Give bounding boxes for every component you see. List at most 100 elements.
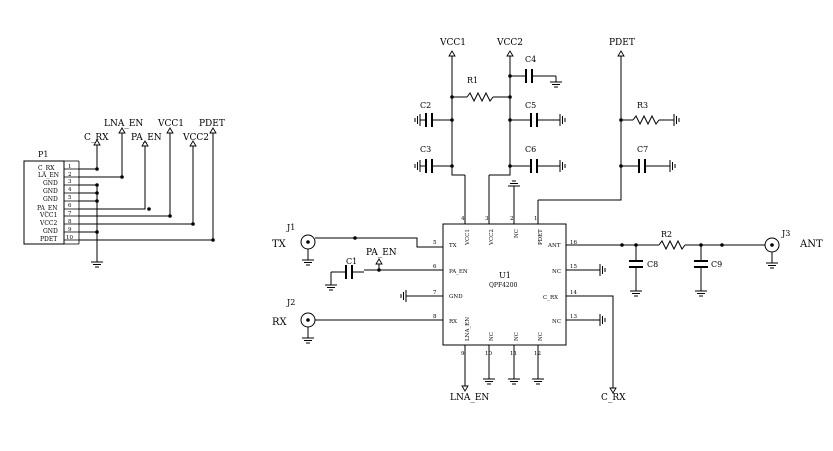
svg-text:3: 3 xyxy=(485,216,489,222)
svg-text:J3: J3 xyxy=(781,229,790,238)
connector-pin-5: GND 5 xyxy=(43,195,79,203)
capacitor-c4: C4 xyxy=(510,55,563,88)
svg-text:C_RX: C_RX xyxy=(38,165,55,172)
port-tx-label: TX xyxy=(272,239,287,250)
capacitor-c6: C6 xyxy=(510,145,566,173)
net-vcc2: VCC2 xyxy=(496,38,523,48)
svg-text:2: 2 xyxy=(510,216,514,222)
svg-text:NC: NC xyxy=(552,269,561,275)
svg-text:C9: C9 xyxy=(711,260,722,269)
svg-text:C6: C6 xyxy=(525,145,536,154)
ic-pin-16: 16 ANT xyxy=(547,240,577,249)
connector-pin-3: GND 3 xyxy=(43,179,79,187)
ic-u1: U1 QPF4200 4 VCC1 3 VCC2 2 NC 1 PDET 5 T… xyxy=(364,175,617,394)
svg-text:NC: NC xyxy=(552,319,561,325)
connector-pin-10: PDET 10 xyxy=(40,235,79,243)
svg-text:C5: C5 xyxy=(525,101,536,110)
svg-text:C4: C4 xyxy=(525,55,536,64)
svg-text:R2: R2 xyxy=(661,230,672,239)
svg-text:GND: GND xyxy=(43,196,58,203)
vcc2-rail: VCC2 xyxy=(489,38,523,176)
svg-text:C2: C2 xyxy=(420,101,431,110)
svg-text:GND: GND xyxy=(43,188,58,195)
resistor-r3: R3 xyxy=(621,101,680,127)
ic-pin-15: 15 NC xyxy=(552,263,606,277)
svg-text:NC: NC xyxy=(538,332,544,341)
svg-text:PDET: PDET xyxy=(40,236,57,243)
pdet-rail: PDET xyxy=(538,38,635,201)
ic-pin-6: 6 PA_EN xyxy=(364,264,468,275)
ic-pin-1: 1 PDET xyxy=(534,200,544,245)
connector-pin-4: GND 4 xyxy=(43,187,79,195)
connector-pin-2: LA_EN 2 xyxy=(38,172,79,179)
ic-pin-14: 14 C_RX xyxy=(543,290,617,394)
svg-text:NC: NC xyxy=(514,332,520,341)
capacitor-c5: C5 xyxy=(510,101,566,127)
svg-text:NC: NC xyxy=(489,332,495,341)
connector-net-vcc1: VCC1 xyxy=(157,119,184,129)
ic-pin-5: 5 TX xyxy=(433,240,457,249)
svg-text:3: 3 xyxy=(68,179,72,185)
ic-pin-7: 7 GND xyxy=(400,289,463,303)
svg-text:2: 2 xyxy=(68,172,72,178)
svg-text:RX: RX xyxy=(449,319,457,325)
ic-pin-10: 10 NC xyxy=(482,332,496,385)
capacitor-c8: C8 xyxy=(629,245,658,297)
connector-pin-9: GND 9 xyxy=(43,227,79,235)
svg-text:8: 8 xyxy=(68,219,72,225)
ic-pin-8: 8 RX xyxy=(433,314,457,325)
connector-net-vcc2: VCC2 xyxy=(182,133,209,143)
svg-text:4: 4 xyxy=(68,187,72,193)
svg-text:5: 5 xyxy=(433,240,437,246)
connector-pin-1: C_RX 1 xyxy=(38,164,79,172)
svg-text:16: 16 xyxy=(570,240,577,246)
ic-pin-11: 11 NC xyxy=(507,332,521,385)
svg-text:6: 6 xyxy=(68,203,72,209)
svg-text:12: 12 xyxy=(534,351,541,357)
ic-pin-12: 12 NC xyxy=(531,332,545,385)
svg-text:GND: GND xyxy=(43,228,58,235)
ic-pin-3: 3 VCC2 xyxy=(485,175,495,246)
svg-text:10: 10 xyxy=(66,235,73,241)
svg-text:LNA_EN: LNA_EN xyxy=(465,317,471,341)
svg-text:C1: C1 xyxy=(346,257,357,266)
ic-body xyxy=(442,223,567,346)
capacitor-c9: C9 xyxy=(694,245,722,297)
capacitor-c3: C3 xyxy=(414,145,452,173)
svg-text:ANT: ANT xyxy=(547,243,561,249)
svg-text:11: 11 xyxy=(510,351,517,357)
svg-text:J2: J2 xyxy=(286,298,295,307)
svg-text:R3: R3 xyxy=(637,101,648,110)
net-pa-en: PA_EN xyxy=(366,248,397,272)
svg-text:PA_EN: PA_EN xyxy=(37,205,57,212)
connector-pin-8: VCC2 8 xyxy=(39,219,79,227)
net-pdet: PDET xyxy=(609,38,635,48)
port-j1-tx: J1 TX xyxy=(272,223,443,266)
svg-text:6: 6 xyxy=(433,264,437,270)
ic-part: QPF4200 xyxy=(489,282,518,289)
connector-ground-symbol xyxy=(90,255,104,268)
port-j3-ant: J3 ANT xyxy=(757,229,823,269)
connector-pin-7: VCC1 7 xyxy=(39,211,79,219)
capacitor-c1: C1 xyxy=(324,257,364,291)
ic-pin-4: 4 VCC1 xyxy=(461,175,471,246)
svg-text:C8: C8 xyxy=(647,260,658,269)
svg-text:9: 9 xyxy=(461,351,465,357)
svg-text:7: 7 xyxy=(433,290,437,296)
resistor-r1: R1 xyxy=(452,76,510,103)
svg-text:1: 1 xyxy=(534,216,538,222)
connector-p1: P1 C_RX 1 LA_EN 2 GND 3 GND 4 GND 5 xyxy=(23,119,225,268)
net-lna-en: LNA_EN xyxy=(450,393,489,403)
svg-text:9: 9 xyxy=(68,227,72,233)
capacitor-c2: C2 xyxy=(414,101,452,127)
port-ant-label: ANT xyxy=(799,239,823,250)
connector-ref: P1 xyxy=(38,150,48,159)
port-j2-rx: J2 RX xyxy=(272,298,443,344)
connector-net-pa-en: PA_EN xyxy=(131,133,162,143)
svg-text:C_RX: C_RX xyxy=(543,295,558,301)
svg-text:1: 1 xyxy=(68,164,72,170)
port-rx-label: RX xyxy=(272,317,288,328)
svg-text:GND: GND xyxy=(43,180,58,187)
svg-text:VCC2: VCC2 xyxy=(39,220,58,227)
